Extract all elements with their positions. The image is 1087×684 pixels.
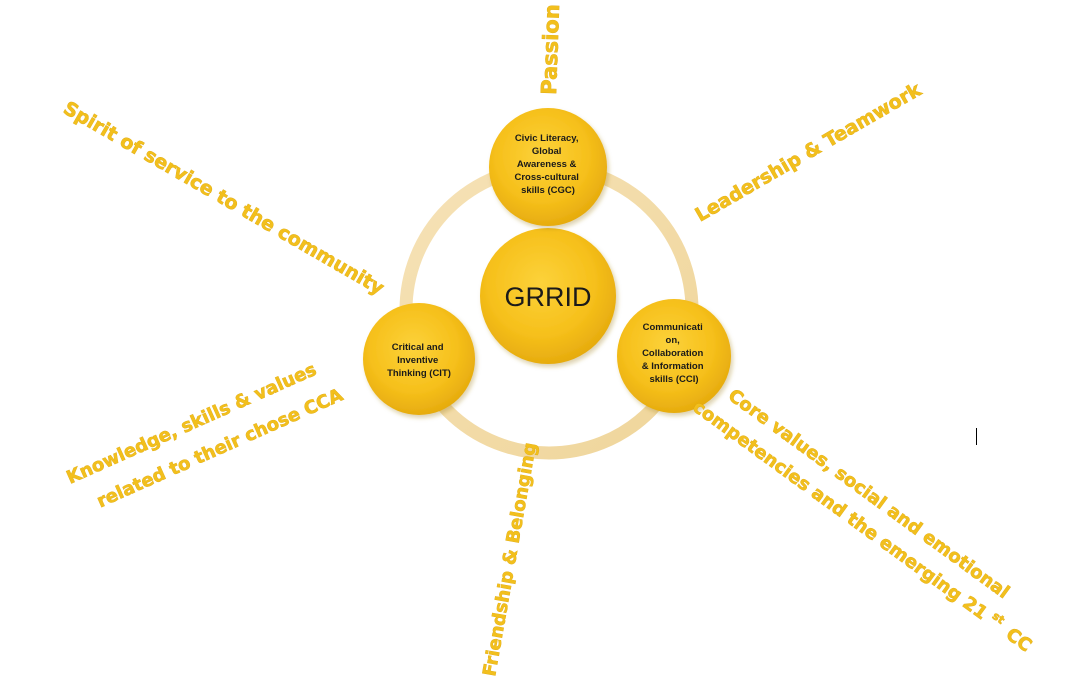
text-cursor xyxy=(976,428,977,445)
node-cit-label: Critical and Inventive Thinking (CIT) xyxy=(387,342,451,379)
ray-core: Core values, social and emotional compet… xyxy=(689,372,1053,656)
node-cci-line: & Information xyxy=(642,361,704,372)
node-cit-line: Critical and xyxy=(392,342,444,353)
node-cgc-label: Civic Literacy, Global Awareness & Cross… xyxy=(514,133,581,196)
ray-knowledge: Knowledge, skills & values related to th… xyxy=(63,353,346,519)
node-cgc-line: Global xyxy=(532,146,562,157)
ray-core-line: Core values, social and emotional xyxy=(724,385,1013,603)
node-cit: Critical and Inventive Thinking (CIT) xyxy=(363,303,475,415)
node-cgc-line: skills (CGC) xyxy=(521,185,575,196)
node-cgc-circle xyxy=(489,108,607,226)
node-cci: Communicati on, Collaboration & Informat… xyxy=(617,299,731,413)
node-cit-line: Thinking (CIT) xyxy=(387,368,451,379)
node-cgc-line: Cross-cultural xyxy=(514,172,578,183)
ray-core-line: competencies and the emerging 21 xyxy=(689,396,992,624)
node-cci-label: Communicati on, Collaboration & Informat… xyxy=(642,322,706,385)
ray-service: Spirit of service to the community xyxy=(60,97,389,300)
center-node: GRRID xyxy=(480,228,616,364)
node-cit-line: Inventive xyxy=(397,355,438,366)
ray-friendship: Friendship & Belonging xyxy=(479,441,541,678)
node-cci-line: on, xyxy=(666,335,680,346)
center-label: GRRID xyxy=(505,282,592,312)
node-cgc-line: Civic Literacy, xyxy=(515,133,579,144)
node-cgc-line: Awareness & xyxy=(517,159,577,170)
ray-core-superscript: st xyxy=(990,609,1007,626)
ray-passion: Passion xyxy=(537,4,564,95)
node-cgc: Civic Literacy, Global Awareness & Cross… xyxy=(489,108,607,226)
center-circle xyxy=(480,228,616,364)
ray-core-line: CC xyxy=(1002,624,1036,657)
node-cit-circle xyxy=(363,303,475,415)
node-cci-line: Communicati xyxy=(643,322,703,333)
node-cci-line: Collaboration xyxy=(642,348,703,359)
node-cci-circle xyxy=(617,299,731,413)
ray-leadership: Leadership & Teamwork xyxy=(692,79,926,227)
node-cci-line: skills (CCI) xyxy=(649,374,698,385)
